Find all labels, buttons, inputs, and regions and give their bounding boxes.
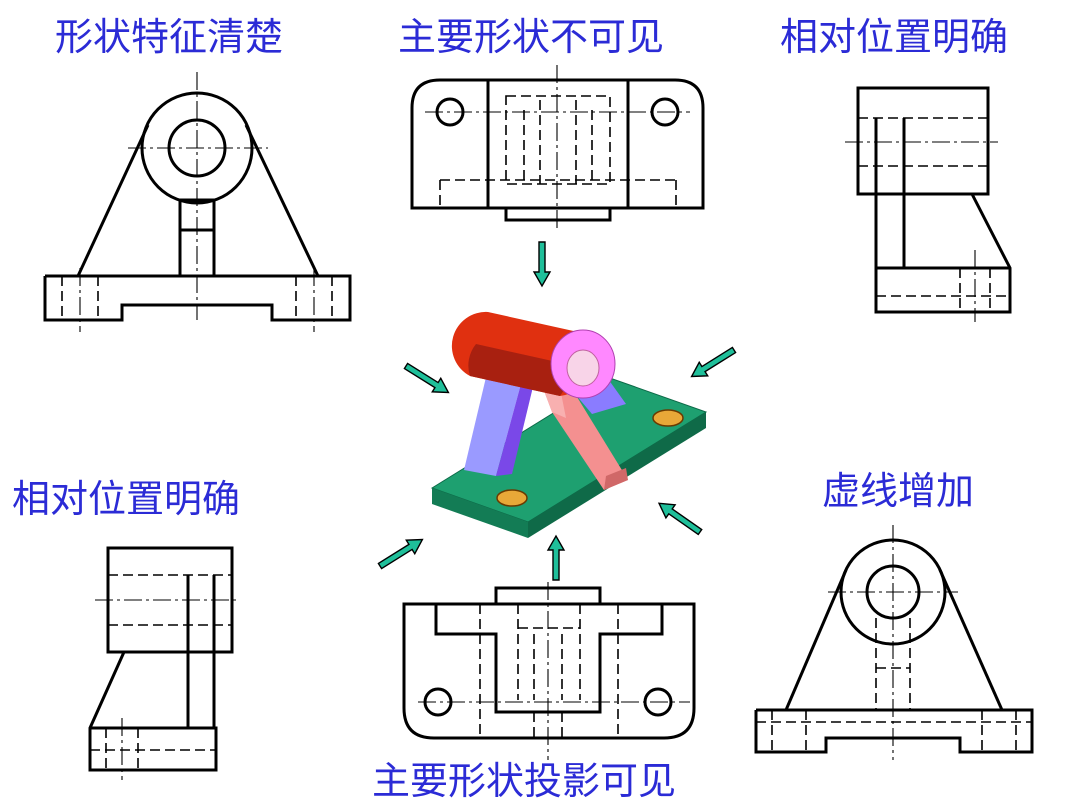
- isometric-model: [430, 311, 708, 538]
- arrow-lower-right: [657, 502, 703, 536]
- right-view: [88, 546, 240, 780]
- base-hole-right: [652, 409, 684, 427]
- label-top-view: 主要形状投影可见: [372, 759, 677, 803]
- label-rear-view: 虚线增加: [822, 469, 975, 513]
- label-front-view: 形状特征清楚: [55, 15, 284, 59]
- front-view: [43, 72, 352, 332]
- arrow-lower-left: [377, 538, 424, 570]
- label-bottom-view: 主要形状不可见: [398, 15, 665, 59]
- base-hole-left: [496, 489, 528, 507]
- cylinder-shade: [468, 344, 568, 396]
- rear-view: [754, 525, 1034, 760]
- arrow-upper-right: [690, 346, 737, 378]
- label-left-view: 相对位置明确: [780, 15, 1009, 59]
- arrow-up: [546, 534, 566, 581]
- view-arrows: [377, 241, 737, 581]
- arrow-upper-left: [403, 362, 450, 394]
- cylinder-bore: [566, 349, 600, 387]
- bottom-view: [410, 65, 705, 230]
- left-view: [845, 86, 1012, 322]
- support-web-shade: [604, 468, 628, 490]
- base-plate-front: [432, 488, 528, 538]
- arrow-down: [532, 241, 552, 288]
- top-view: [402, 582, 696, 760]
- label-right-view: 相对位置明确: [12, 477, 241, 521]
